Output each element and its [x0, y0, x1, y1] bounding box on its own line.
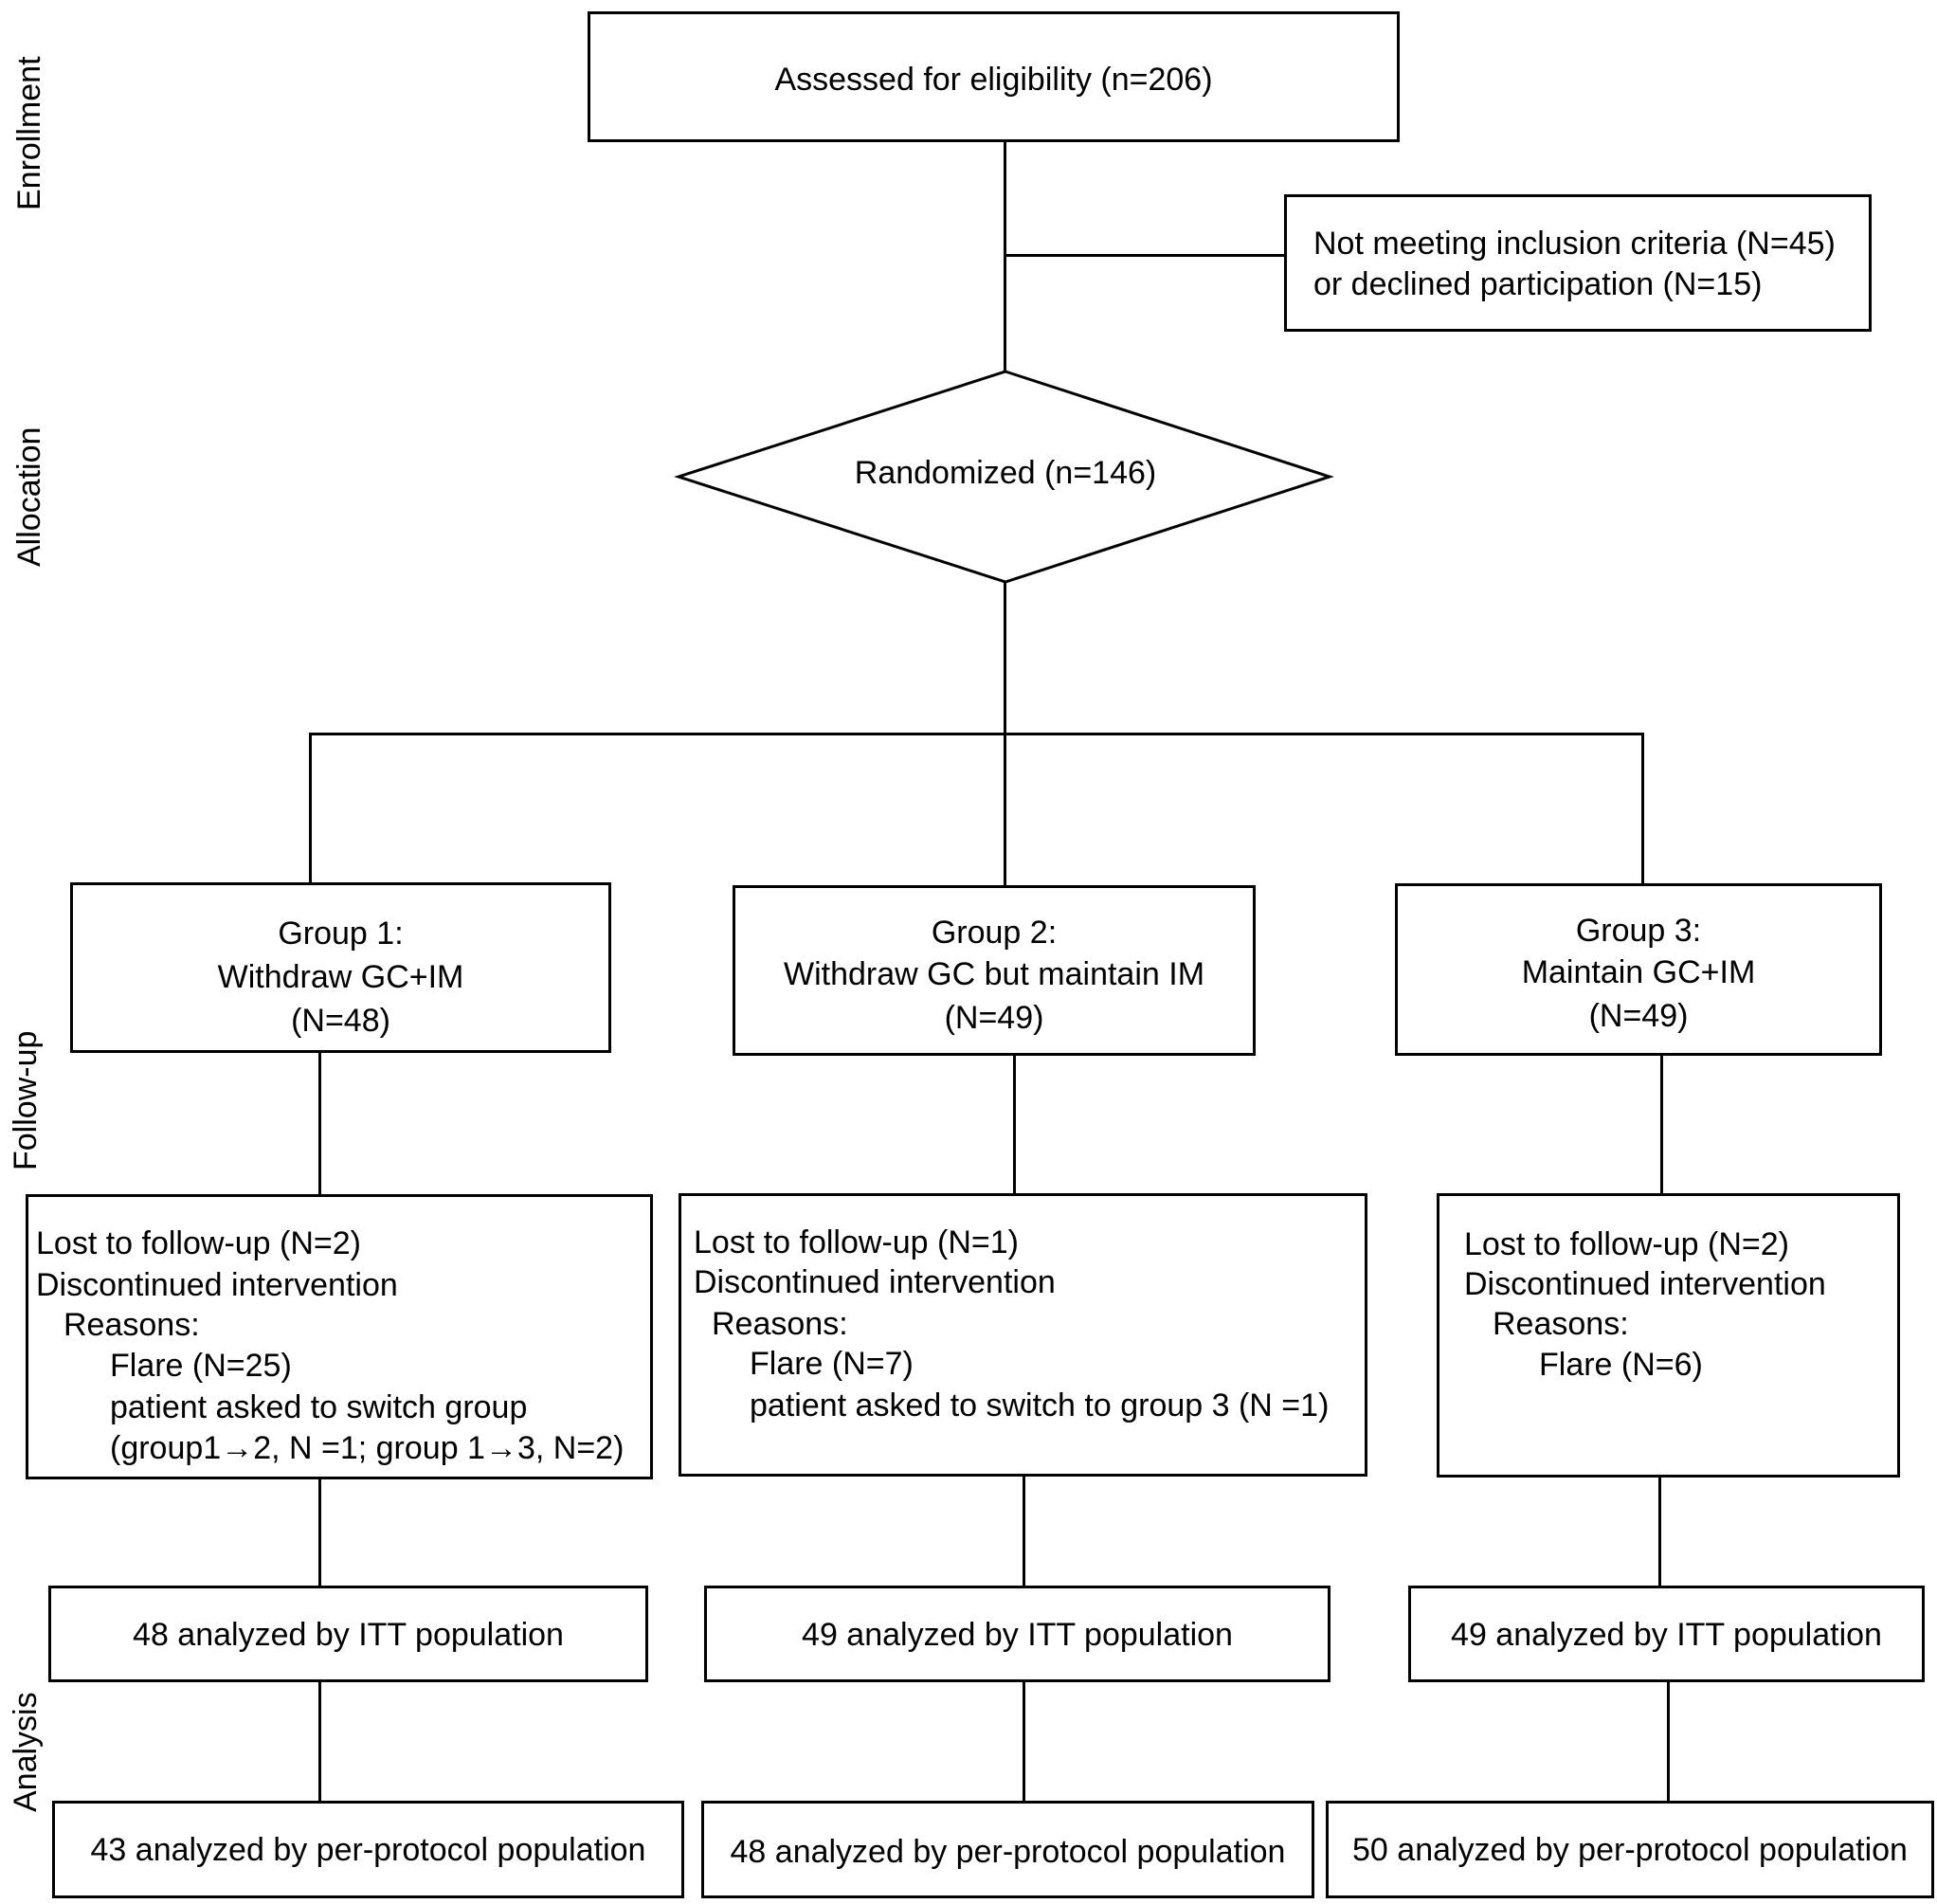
group2-title: Group 2: [931, 915, 1058, 951]
group2-n: (N=49) [944, 1000, 1044, 1036]
group3-arm: Maintain GC+IM [1521, 954, 1756, 990]
group1-box: Group 1: Withdraw GC+IM (N=48) [70, 882, 611, 1053]
connector-horizontal-split [309, 733, 1644, 735]
itt2-box: 49 analyzed by ITT population [704, 1586, 1331, 1682]
itt1-text: 48 analyzed by ITT population [133, 1617, 564, 1653]
connector-followup2-to-itt [1023, 1475, 1025, 1587]
itt2-text: 49 analyzed by ITT population [802, 1617, 1233, 1653]
followup1-reason-switch-detail: (group1→2, N =1; group 1→3, N=2) [110, 1430, 625, 1466]
group1-n: (N=48) [291, 1003, 390, 1039]
pp1-text: 43 analyzed by per-protocol population [90, 1832, 646, 1868]
group1-arm: Withdraw GC+IM [217, 959, 464, 995]
connector-randomized-down [1004, 581, 1006, 734]
followup1-reason-switch: patient asked to switch group [110, 1389, 528, 1425]
pp3-text: 50 analyzed by per-protocol population [1352, 1832, 1908, 1868]
group3-n: (N=49) [1588, 998, 1689, 1034]
itt1-box: 48 analyzed by ITT population [48, 1586, 648, 1682]
connector-group2-to-followup [1013, 1054, 1016, 1198]
followup3-reasons: Reasons: [1493, 1306, 1629, 1342]
pp3-box: 50 analyzed by per-protocol population [1326, 1801, 1934, 1898]
itt3-text: 49 analyzed by ITT population [1451, 1617, 1882, 1653]
followup1-lost: Lost to follow-up (N=2) [36, 1225, 361, 1261]
followup2-reason-flare: Flare (N=7) [750, 1346, 914, 1382]
assessed-box: Assessed for eligibility (n=206) [588, 11, 1400, 142]
followup1-discontinued: Discontinued intervention [36, 1267, 398, 1303]
followup3-discontinued: Discontinued intervention [1464, 1266, 1826, 1302]
connector-to-group3 [1641, 733, 1644, 885]
group1-title: Group 1: [278, 916, 404, 952]
followup1-box: Lost to follow-up (N=2) Discontinued int… [26, 1194, 653, 1479]
followup1-reason-flare: Flare (N=25) [110, 1348, 292, 1384]
followup2-lost: Lost to follow-up (N=1) [694, 1224, 1019, 1260]
followup3-lost: Lost to follow-up (N=2) [1464, 1226, 1789, 1262]
connector-to-excluded [1004, 254, 1286, 257]
excluded-box: Not meeting inclusion criteria (N=45) or… [1284, 194, 1872, 332]
excluded-line-1: Not meeting inclusion criteria (N=45) [1313, 226, 1836, 262]
connector-to-group1 [309, 733, 312, 884]
randomized-text: Randomized (n=146) [854, 455, 1157, 491]
pp2-text: 48 analyzed by per-protocol population [730, 1834, 1286, 1870]
group3-box: Group 3: Maintain GC+IM (N=49) [1395, 883, 1882, 1056]
followup2-reason-switch: patient asked to switch to group 3 (N =1… [750, 1387, 1330, 1423]
group3-title: Group 3: [1575, 913, 1702, 949]
followup2-box: Lost to follow-up (N=1) Discontinued int… [679, 1193, 1367, 1477]
followup3-box: Lost to follow-up (N=2) Discontinued int… [1437, 1193, 1900, 1478]
assessed-text: Assessed for eligibility (n=206) [774, 62, 1213, 98]
group2-arm: Withdraw GC but maintain IM [783, 956, 1205, 992]
connector-to-group2 [1004, 733, 1006, 887]
pp1-box: 43 analyzed by per-protocol population [52, 1801, 684, 1898]
followup3-reason-flare: Flare (N=6) [1539, 1347, 1703, 1383]
itt3-box: 49 analyzed by ITT population [1408, 1586, 1925, 1682]
pp2-box: 48 analyzed by per-protocol population [701, 1801, 1314, 1898]
connector-itt3-to-pp [1667, 1680, 1670, 1803]
connector-group1-to-followup [318, 1053, 321, 1195]
connector-itt1-to-pp [318, 1680, 321, 1803]
excluded-line-2: or declined participation (N=15) [1313, 266, 1763, 302]
connector-itt2-to-pp [1023, 1680, 1025, 1803]
followup2-reasons: Reasons: [712, 1306, 848, 1342]
followup2-discontinued: Discontinued intervention [694, 1264, 1056, 1300]
connector-followup3-to-itt [1658, 1476, 1661, 1587]
connector-group3-to-followup [1660, 1055, 1663, 1196]
connector-followup1-to-itt [318, 1478, 321, 1587]
followup1-reasons: Reasons: [63, 1307, 200, 1343]
group2-box: Group 2: Withdraw GC but maintain IM (N=… [733, 885, 1256, 1056]
